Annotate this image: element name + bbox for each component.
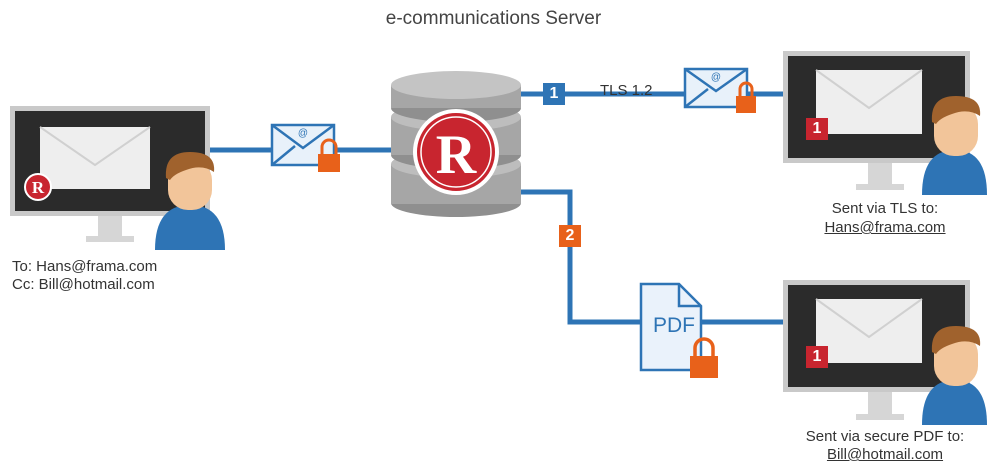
tls-protocol-label: TLS 1.2 bbox=[600, 82, 653, 99]
recipient-tls-caption: Sent via TLS to: bbox=[831, 200, 939, 217]
sender-r-logo-icon: R bbox=[24, 173, 52, 201]
recipient-pdf-badge: 1 bbox=[806, 346, 828, 368]
sender-lock-icon bbox=[318, 138, 340, 172]
step-1-badge: 1 bbox=[543, 83, 565, 105]
svg-text:@: @ bbox=[298, 128, 308, 139]
svg-text:R: R bbox=[436, 124, 477, 186]
recipient-pdf-screen-envelope-icon bbox=[815, 298, 923, 363]
recipient-tls-screen-envelope-icon bbox=[815, 69, 923, 134]
recipient-tls-badge: 1 bbox=[806, 118, 828, 140]
sender-person-icon bbox=[155, 152, 225, 250]
recipient-tls-person-icon bbox=[922, 96, 987, 195]
pdf-lock-icon bbox=[690, 337, 718, 378]
svg-text:@: @ bbox=[711, 72, 721, 83]
svg-text:R: R bbox=[32, 178, 45, 197]
tls-envelope-icon: @ bbox=[683, 67, 749, 109]
recipient-pdf-person-icon bbox=[922, 326, 987, 425]
tls-lock-icon bbox=[736, 81, 756, 113]
sender-cc-line: Cc: Bill@hotmail.com bbox=[12, 276, 155, 293]
server-r-logo-icon: R bbox=[413, 109, 499, 195]
sender-to-line: To: Hans@frama.com bbox=[12, 258, 158, 275]
recipient-pdf-address-link[interactable]: Bill@hotmail.com bbox=[826, 446, 944, 463]
sender-screen-envelope-icon bbox=[39, 126, 151, 189]
diagram-title: e-communications Server bbox=[385, 8, 602, 29]
recipient-pdf-caption: Sent via secure PDF to: bbox=[805, 428, 965, 445]
recipient-tls-address-link[interactable]: Hans@frama.com bbox=[824, 219, 946, 236]
step-2-badge: 2 bbox=[559, 225, 581, 247]
pdf-document-label: PDF bbox=[653, 314, 695, 337]
